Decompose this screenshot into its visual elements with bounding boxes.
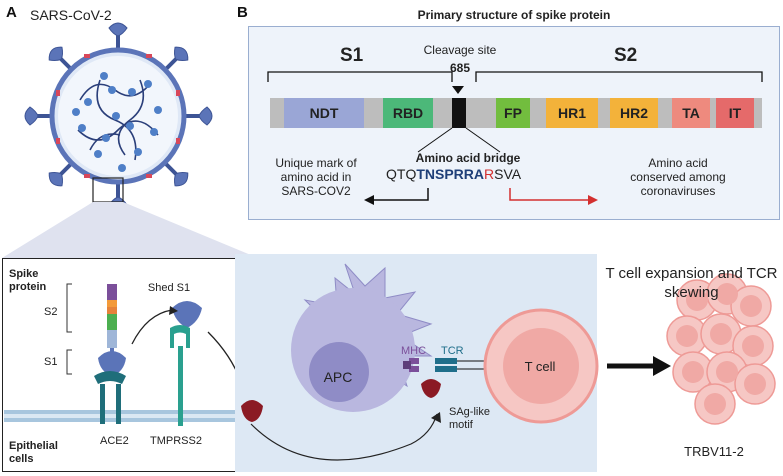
s2-label: S2: [44, 306, 58, 318]
unique-mark-label: Unique mark of amino acid in SARS-COV2: [275, 156, 357, 198]
tcr-label: TCR: [441, 345, 464, 357]
t-cell-expansion-label: T cell expansion and TCR skewing: [605, 265, 778, 301]
panel-a-letter: A: [6, 4, 17, 21]
domain-hr2: HR2: [619, 105, 648, 121]
domain-ta: TA: [682, 105, 700, 121]
domain-fp: FP: [504, 105, 522, 121]
virus-title: SARS-CoV-2: [30, 7, 112, 23]
immune-synapse-illustration: [241, 263, 776, 461]
spike-structure-title: Primary structure of spike protein: [417, 8, 611, 22]
panel-b-letter: B: [237, 4, 248, 21]
mhc-label: MHC: [401, 345, 427, 357]
domain-it: IT: [728, 105, 742, 121]
spike-zoom-box: [2, 258, 258, 472]
s1-label: S1: [44, 356, 58, 368]
domain-rbd: RBD: [392, 105, 424, 121]
amino-acid-sequence: QTQTNSPRRARSVA: [386, 167, 521, 181]
zoom-projection: [2, 202, 258, 258]
sequence-cleavage-residue: R: [484, 166, 495, 182]
cleavage-position: 685: [449, 61, 471, 75]
sequence-prefix: QTQ: [386, 166, 417, 182]
shed-s1-label: Shed S1: [147, 282, 191, 294]
sag-like-motif-label: SAg-like motif: [449, 406, 490, 431]
conserved-label: Amino acid conserved among coronaviruses: [630, 156, 726, 198]
s2-region-label: S2: [614, 45, 638, 66]
sars-cov-2-virus-illustration: [24, 22, 213, 211]
t-cell-label: T cell: [524, 359, 556, 374]
apc-label: APC: [323, 369, 353, 385]
ace2-label: ACE2: [100, 435, 129, 447]
spike-domain-map: [267, 71, 763, 205]
sequence-bridge: TNSPRRA: [416, 166, 485, 182]
amino-acid-bridge-title: Amino acid bridge: [415, 151, 521, 165]
tmprss2-label: TMPRSS2: [150, 435, 202, 447]
cleavage-site-label: Cleavage site: [423, 43, 497, 57]
trbv11-2-label: TRBV11-2: [684, 444, 744, 459]
domain-ndt: NDT: [309, 105, 339, 121]
sequence-suffix: SVA: [494, 166, 522, 182]
spike-protein-label: Spike protein: [9, 268, 47, 293]
domain-hr1: HR1: [557, 105, 586, 121]
s1-region-label: S1: [340, 45, 364, 66]
epithelial-cells-label: Epithelial cells: [9, 440, 58, 465]
